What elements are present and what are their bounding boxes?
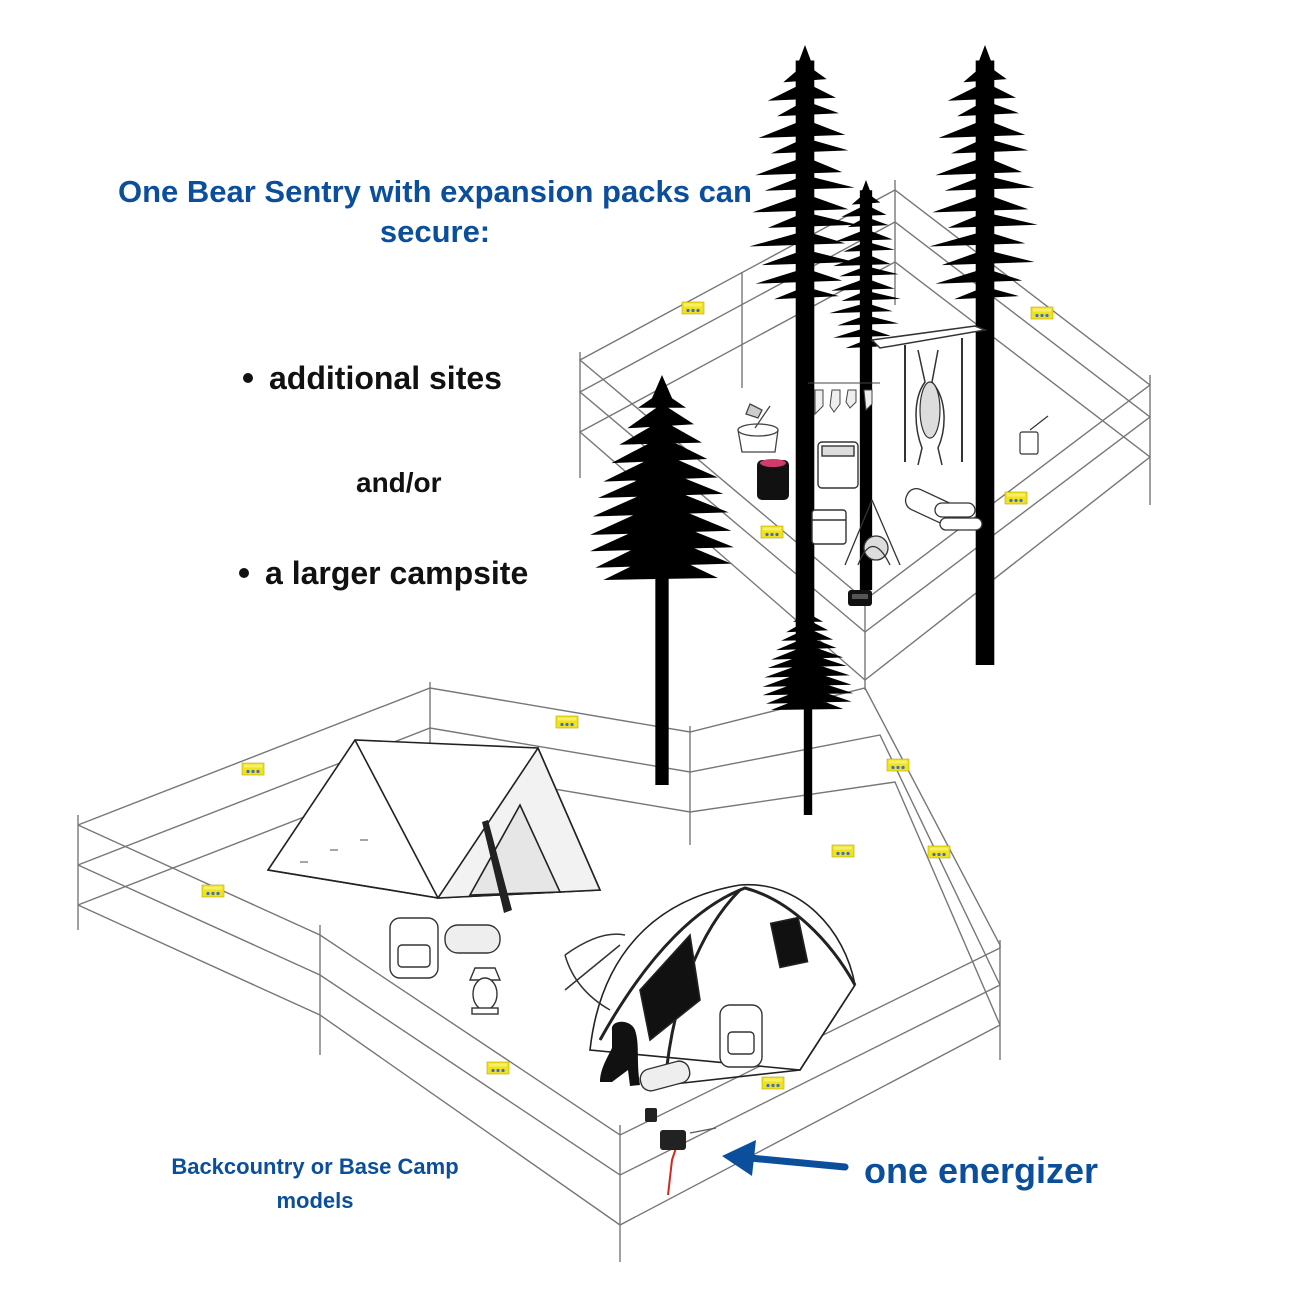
canister-icon	[757, 459, 789, 500]
campfire-icon	[844, 499, 901, 566]
energizer-callout: one energizer	[864, 1150, 1099, 1191]
models-caption: Backcountry or Base Camp models	[171, 1154, 459, 1213]
lantern-icon	[468, 967, 502, 1015]
hanging-game-icon	[870, 325, 988, 466]
tree-icon	[590, 45, 1038, 815]
cooler-icon	[811, 441, 859, 545]
dome-tent-icon	[589, 883, 857, 1086]
energizer-icon	[645, 1108, 717, 1196]
bullet-text: additional sites	[269, 360, 502, 396]
headline: One Bear Sentry with expansion packs can…	[117, 174, 752, 249]
a-frame-tent-icon	[266, 739, 602, 899]
sleeping-bag-icon	[444, 924, 691, 1092]
connector-text: and/or	[356, 467, 442, 498]
bullet-larger-campsite: a larger campsite	[239, 553, 528, 593]
bullet-text: a larger campsite	[265, 555, 529, 591]
rifle-icon	[482, 820, 512, 913]
bullet-additional-sites: additional sites	[243, 358, 502, 398]
backpack-icon	[389, 917, 763, 1068]
stump-axe-icon	[737, 403, 779, 453]
arrow-icon	[722, 1140, 849, 1176]
energizer-icon	[848, 590, 872, 606]
bullet-dot	[239, 567, 249, 578]
mug-axe-icon	[1019, 415, 1049, 455]
dog-icon	[600, 1021, 640, 1086]
firewood-icon	[904, 488, 983, 531]
bow-icon	[564, 933, 626, 1011]
drying-line-icon	[808, 382, 880, 416]
bullet-dot	[243, 372, 253, 383]
